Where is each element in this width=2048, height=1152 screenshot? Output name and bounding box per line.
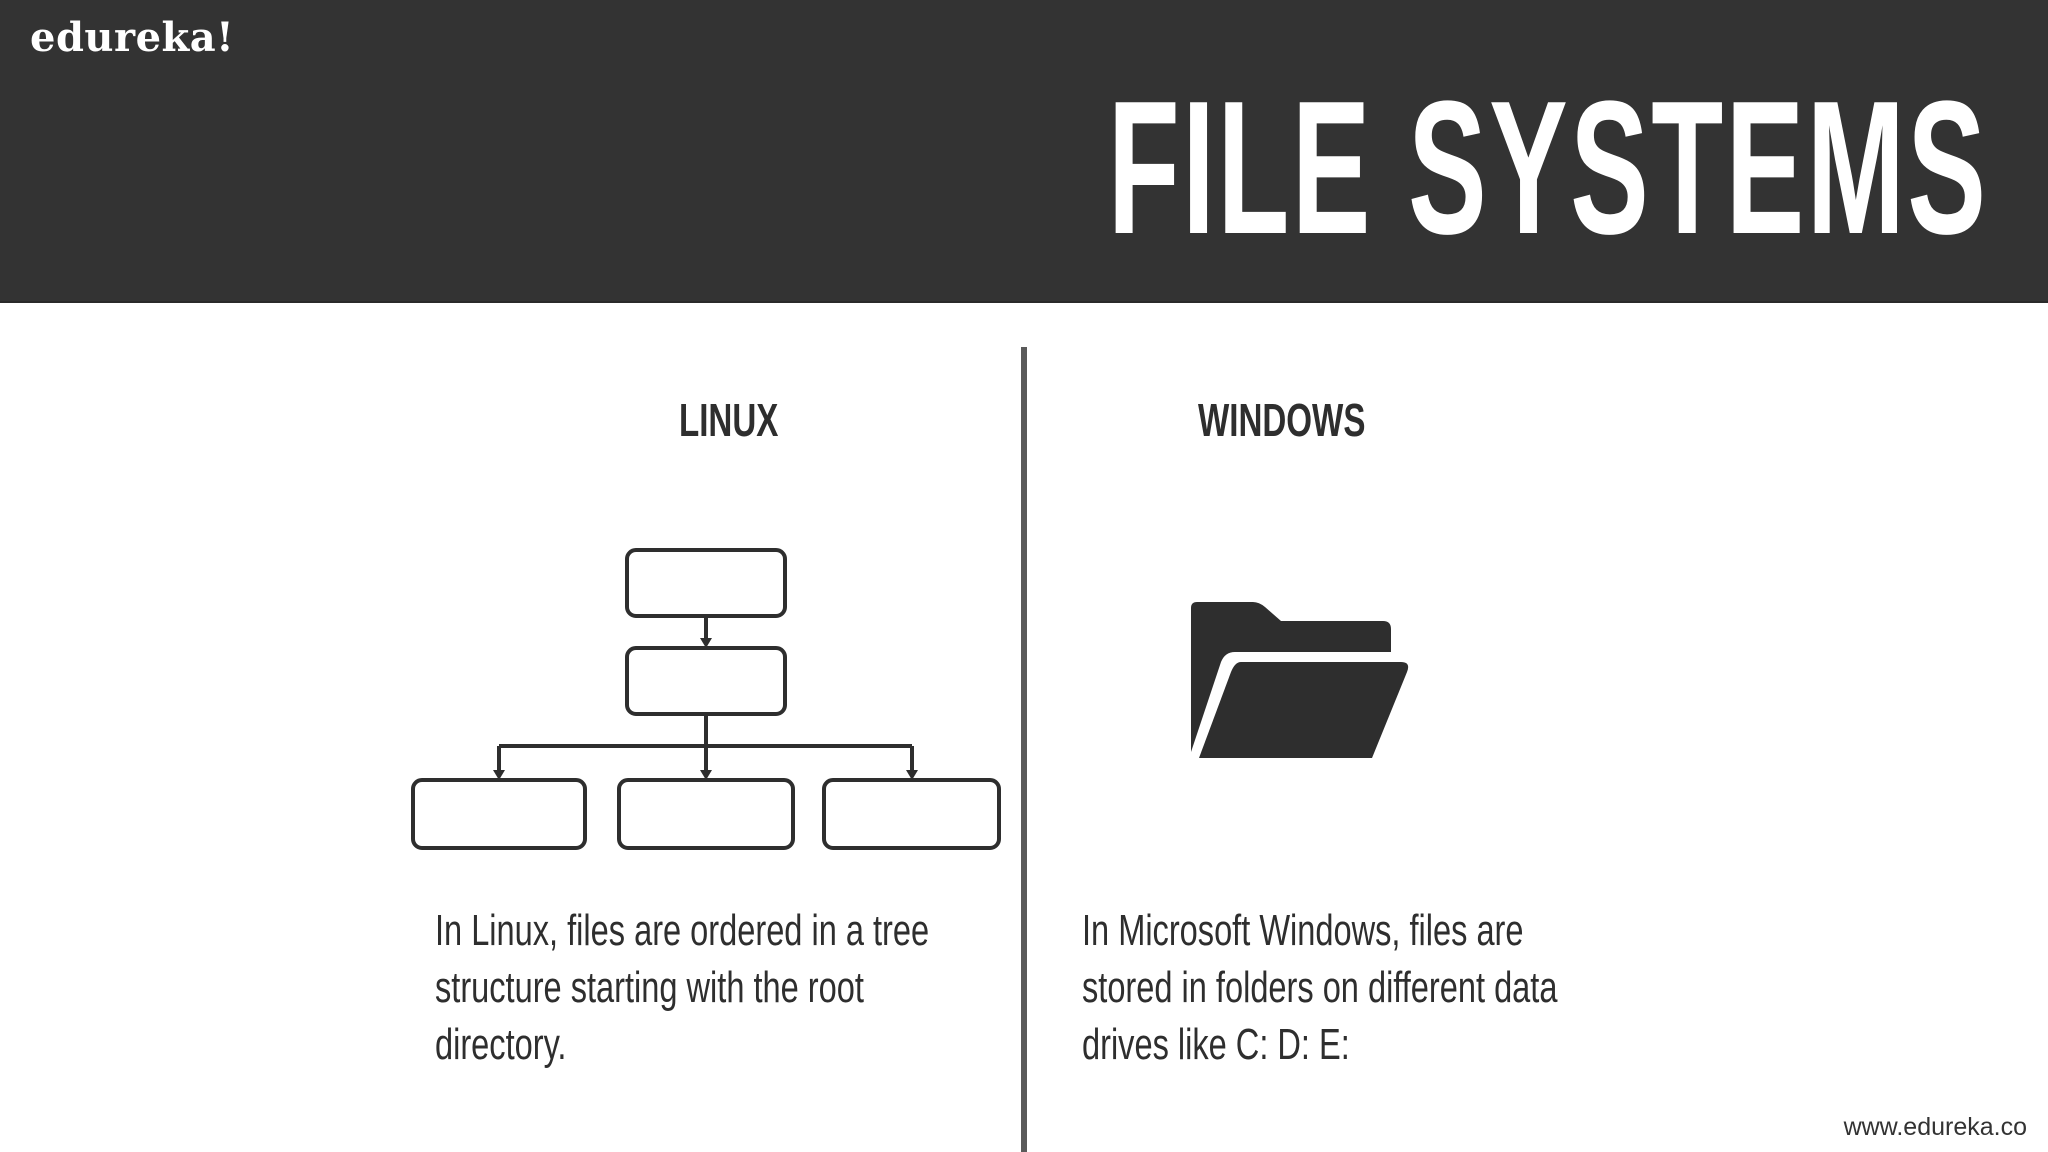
arrow-head — [493, 770, 505, 780]
folder-icon — [1191, 602, 1409, 758]
leaf-node-box-right — [822, 778, 1001, 850]
root-node-box — [625, 548, 787, 618]
website-url: www.edureka.co — [1843, 1113, 2027, 1141]
edureka-logo: edureka! — [30, 14, 235, 61]
header-banner: edureka! FILE SYSTEMS — [0, 0, 2048, 303]
windows-heading: WINDOWS — [1198, 394, 1366, 446]
column-divider — [1021, 347, 1027, 1152]
arrow-head — [700, 770, 712, 780]
leaf-node-box-middle — [617, 778, 795, 850]
slide-title: FILE SYSTEMS — [1107, 62, 1988, 274]
windows-description: In Microsoft Windows, files are stored i… — [1082, 906, 1558, 1069]
child-node-box — [625, 646, 787, 716]
leaf-node-box-left — [411, 778, 587, 850]
linux-heading: LINUX — [679, 394, 779, 446]
tree-diagram-icon — [411, 548, 1001, 850]
arrow-head — [906, 770, 918, 780]
linux-description: In Linux, files are ordered in a tree st… — [435, 906, 930, 1069]
arrow-head — [700, 638, 712, 648]
